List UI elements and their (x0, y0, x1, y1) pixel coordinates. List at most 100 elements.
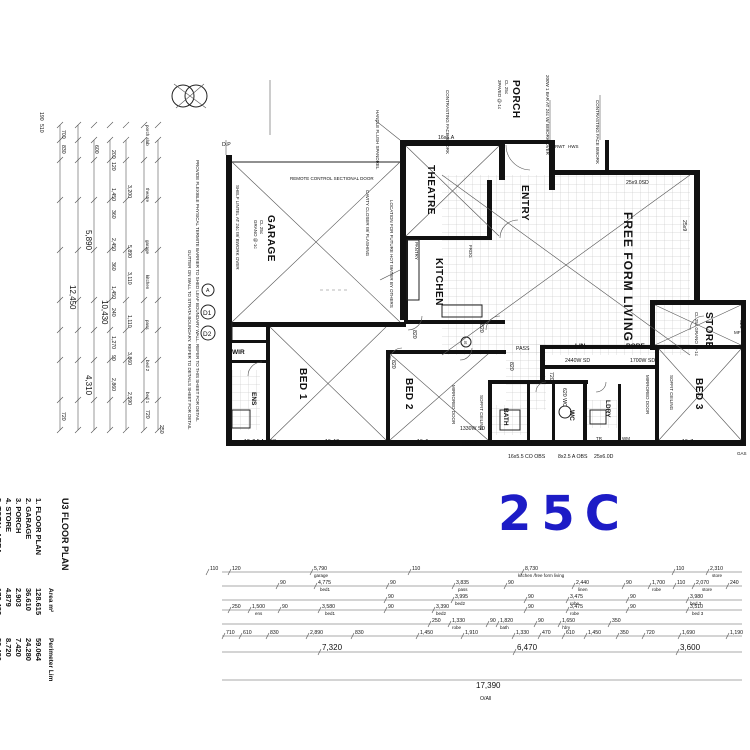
bottom-dim-value: 830 (270, 630, 279, 636)
bottom-dim-value: 3,980 (690, 594, 703, 600)
bottom-dim-value: 1,910 (465, 630, 478, 636)
bottom-dim-value: 90 (390, 580, 396, 586)
bottom-dim-label: robe (652, 587, 662, 592)
mf-label: MF (734, 330, 741, 335)
hws-label: HWS (568, 144, 579, 149)
left-dim-col1: 2,860 (110, 378, 116, 391)
bottom-dim-value: 1,450 (588, 630, 601, 636)
garage-sub1: CL 25c (259, 220, 264, 235)
room-ens: ENS (250, 392, 257, 406)
window-bath: 16x5.5 CO OBS (508, 454, 546, 460)
smoke-alarm-s: S (464, 340, 467, 345)
door-820d: 820 (508, 362, 514, 371)
bottom-dim-value: 1,650 (562, 618, 575, 624)
left-dim-col1: 240 (110, 308, 116, 317)
a-marker-icon (201, 283, 215, 297)
bottom-dim-value: 3,390 (436, 604, 449, 610)
north-arrow-icon (171, 83, 208, 109)
pass-tile-area (506, 340, 546, 410)
bottom-dim-value: 90 (388, 604, 394, 610)
room-bath: BATH (502, 408, 509, 426)
left-dim-col2: 1,110 (126, 315, 132, 328)
dim-main3: 4,310 (84, 375, 93, 396)
bottom-dim-label: robe (570, 601, 580, 606)
bottom-dim-value: 7,320 (322, 643, 343, 652)
schedule-col-perim: Perimeter Lim (47, 638, 54, 682)
fridge-label: FRDG (468, 245, 473, 258)
schedule-row-area: 2.903 (14, 588, 23, 607)
dim-overall-left: 12,450 (68, 285, 77, 310)
dim-overall-bottom: 17,390 (476, 681, 501, 690)
left-dim-label: garage (145, 240, 150, 255)
dim-bot-a: 720 (60, 412, 66, 421)
door-820c: 820 (390, 360, 396, 369)
window-wc: 8x2.5 A OBS (558, 454, 588, 460)
bottom-dim-value: 1,330 (516, 630, 529, 636)
bottom-dim-value: 6,470 (517, 643, 538, 652)
window-theatre: 16x5.A (438, 135, 455, 141)
dim-top-d: 510 (38, 124, 44, 133)
bottom-dim-value: 90 (508, 580, 514, 586)
sd-1700: 1700W SD (630, 358, 655, 364)
schedule-row-perim: 8.720 (4, 638, 13, 657)
bottom-dim-value: 710 (226, 630, 235, 636)
bottom-dim-value: 2,890 (310, 630, 323, 636)
bottom-dim-value: 3,600 (680, 643, 701, 652)
room-entry: ENTRY (519, 185, 530, 221)
schedule-col-area: Area m² (47, 588, 54, 613)
bottom-dim-value: 830 (355, 630, 364, 636)
bottom-dim-value: 720 (646, 630, 655, 636)
door-520: 520 (738, 320, 744, 329)
left-dim-col1: 90 (110, 355, 116, 361)
room-porch: PORCH (510, 80, 521, 119)
bottom-dim-value: 1,450 (420, 630, 433, 636)
bottom-dim-value: 90 (280, 580, 286, 586)
bottom-dim-value: 1,330 (452, 618, 465, 624)
smoke-alarm-icon (460, 336, 472, 348)
bottom-dim-value: 90 (538, 618, 544, 624)
bottom-dim-value: 2,440 (576, 580, 589, 586)
dim-bot-b: 720 (144, 410, 150, 419)
dim-main1: 5,890 (84, 230, 93, 251)
left-dim-col1: 1,450 (110, 286, 116, 299)
left-dim-col1: 1,450 (110, 188, 116, 201)
bottom-dim-label: bed1 (320, 587, 331, 592)
bottom-dim-value: 8,730 (525, 566, 538, 572)
contrasting-left: CONTRASTING FACE BWORK (445, 90, 450, 154)
room-wir: WIR (232, 349, 245, 356)
dim-bot-c: 250 (158, 425, 164, 434)
ens-tile-area (232, 370, 260, 430)
ldry-tile-area (587, 400, 617, 428)
room-garage: GARAGE (265, 215, 276, 262)
dim-overall-bottom-label: O/All (480, 696, 491, 702)
bottom-dim-value: 3,835 (456, 580, 469, 586)
left-dim-col1: 200 (110, 150, 116, 159)
bottom-dim-value: 110 (677, 580, 685, 586)
porch-sub2: 3PAVED @-1c (497, 80, 502, 110)
bottom-dim-value: 2,070 (696, 580, 709, 586)
room-store: STORE (703, 312, 714, 349)
dim-main2: 10,430 (100, 300, 109, 325)
bottom-dim-value: 610 (566, 630, 575, 636)
left-dim-label: bed 1 (145, 392, 150, 404)
tr-label: TR (596, 436, 603, 441)
bottom-dim-label: bed2 (455, 601, 466, 606)
bottom-dim-label: store (712, 573, 723, 578)
room-robe: ROBE (626, 343, 645, 350)
bottom-dim-value: 90 (528, 594, 534, 600)
bottom-dim-label: pass (458, 587, 468, 592)
bottom-dim-value: 110 (210, 566, 218, 572)
schedule-row-area: 173.482 (0, 588, 3, 615)
door-820a: 820 (411, 330, 417, 339)
bottom-dim-label: ens (255, 611, 263, 616)
soffit-1: SOFFIT CEILING (479, 395, 484, 431)
left-dim-col2: 3,860 (126, 352, 132, 365)
bottom-dim-label: bed 3 (690, 601, 702, 606)
bottom-dim-label: bed1 (325, 611, 336, 616)
bottom-dim-value: 3,510 (690, 604, 703, 610)
left-dim-label: kitchen (145, 275, 150, 290)
room-pass: PASS (516, 346, 530, 352)
handle-note: HANDLE FLUSH SPANDREL (375, 110, 380, 170)
room-ldry: LDRY (604, 400, 611, 418)
bottom-dim-value: 90 (282, 604, 288, 610)
